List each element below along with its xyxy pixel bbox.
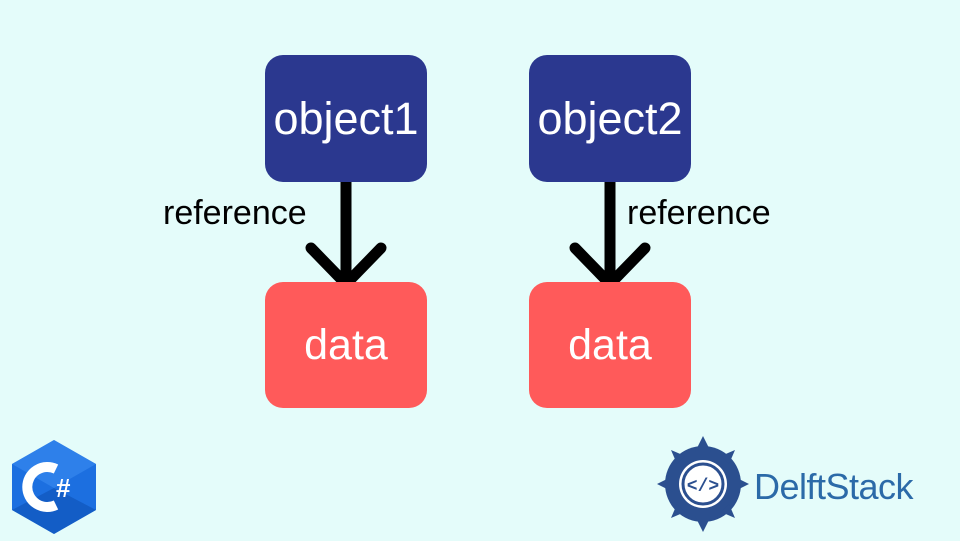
delftstack-logo-text: DelftStack bbox=[754, 466, 914, 507]
object1-label: object1 bbox=[273, 92, 419, 144]
data1-label: data bbox=[304, 320, 388, 369]
edge2-label: reference bbox=[627, 194, 771, 232]
data1-node: data bbox=[265, 282, 427, 408]
object2-node: object2 bbox=[529, 55, 691, 182]
svg-text:</>: </> bbox=[687, 477, 719, 497]
csharp-icon: # C# bbox=[8, 438, 100, 541]
csharp-logo-text: # bbox=[56, 473, 71, 503]
data2-label: data bbox=[568, 320, 652, 369]
object1-node: object1 bbox=[265, 55, 427, 182]
delftstack-icon: </> bbox=[655, 434, 751, 539]
arrow-object1-to-data1 bbox=[305, 172, 387, 290]
object2-label: object2 bbox=[537, 92, 683, 144]
edge1-label: reference bbox=[163, 194, 307, 232]
data2-node: data bbox=[529, 282, 691, 408]
